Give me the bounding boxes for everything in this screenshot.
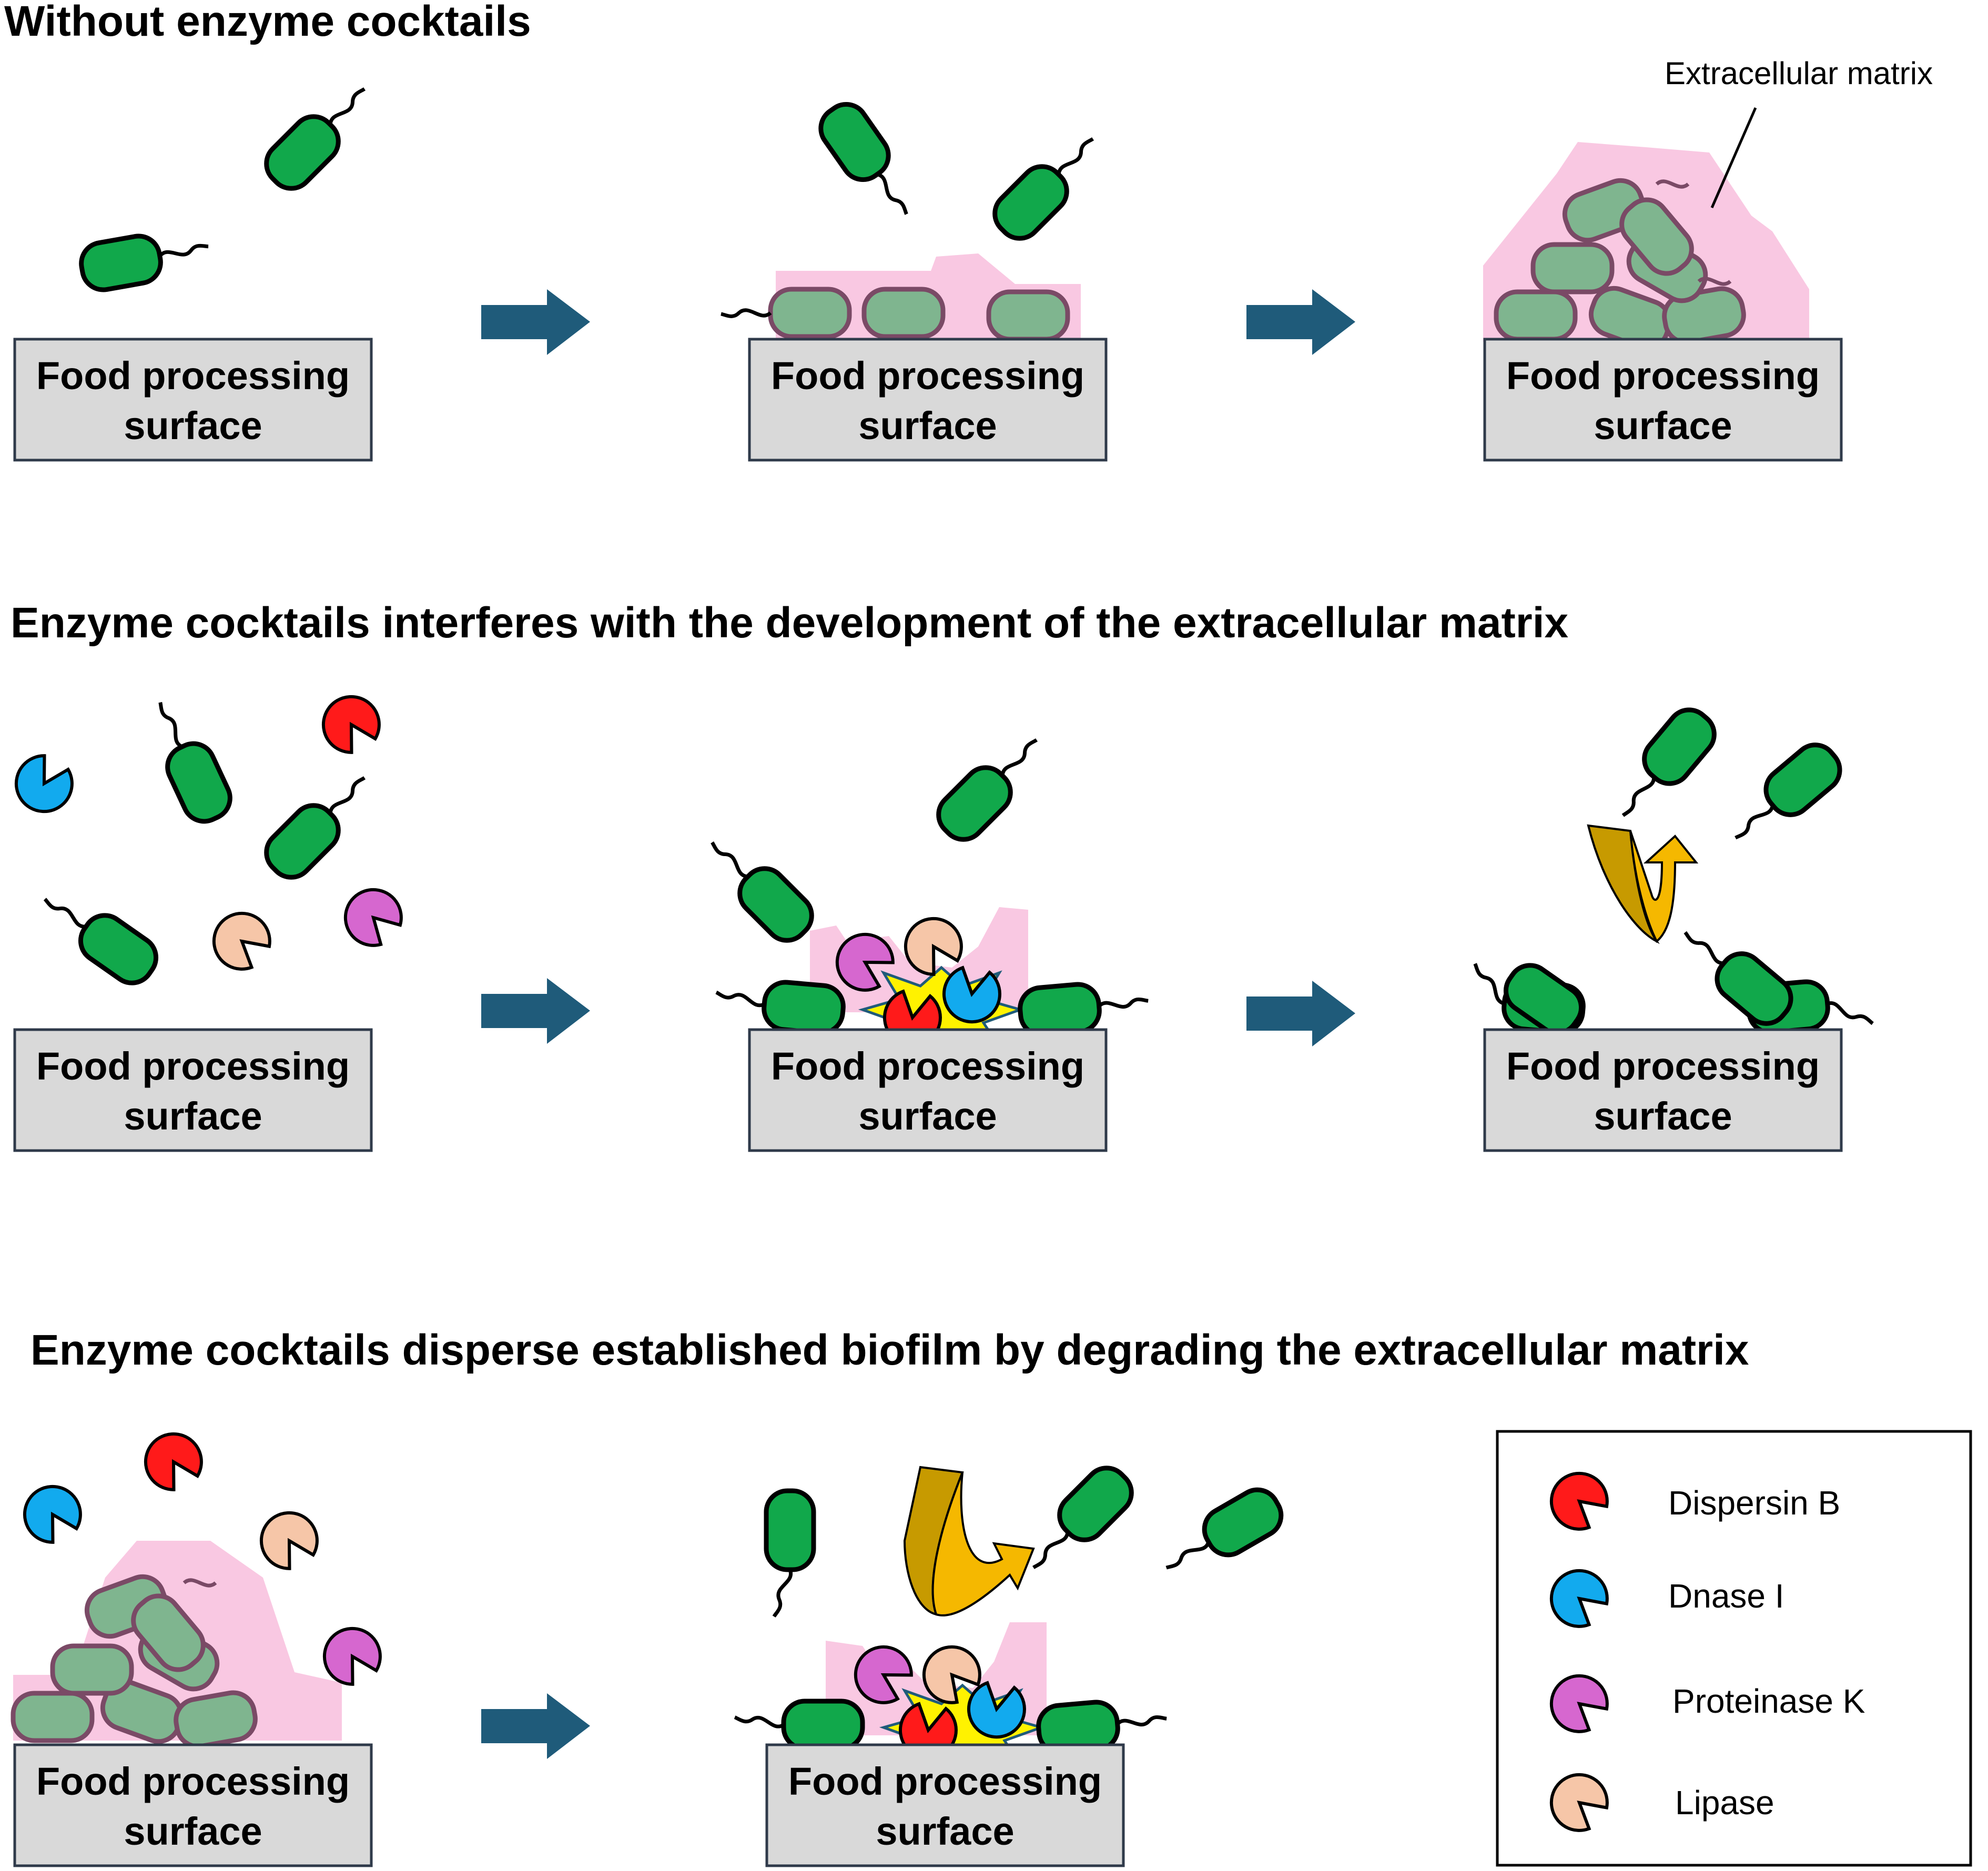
heading-disperse: Enzyme cocktails disperse established bi…	[31, 1326, 1749, 1374]
legend-item: Proteinase K	[1540, 1664, 1865, 1741]
bacterium	[1671, 913, 1800, 1032]
bacterium	[78, 224, 212, 293]
food-processing-surface: Food processing surface	[1483, 338, 1843, 462]
bacterium	[1720, 736, 1849, 855]
surface-label-line2: surface	[124, 1094, 262, 1138]
food-processing-surface: Food processing surface	[13, 1743, 373, 1867]
food-processing-surface: Food processing surface	[13, 338, 373, 462]
extracellular-matrix-label: Extracellular matrix	[1665, 56, 1933, 91]
process-arrow	[1246, 981, 1355, 1046]
lipase-icon	[251, 1502, 326, 1575]
row2-panel3	[1468, 701, 1874, 1041]
process-arrow	[481, 978, 590, 1044]
bacterium	[930, 724, 1054, 848]
heading-interferes: Enzyme cocktails interferes with the dev…	[11, 599, 1568, 647]
bacterium	[713, 976, 845, 1034]
surface-label-line2: surface	[1594, 1094, 1732, 1138]
legend-item: Dnase I	[1540, 1559, 1784, 1635]
bacterium	[813, 96, 925, 228]
legend-label: Proteinase K	[1672, 1682, 1865, 1720]
bacterium	[770, 289, 849, 337]
bacterium	[696, 825, 820, 949]
row2-panel2	[696, 724, 1151, 1054]
surface-label-line1: Food processing	[1506, 354, 1820, 398]
process-arrow	[481, 289, 590, 355]
dispersin-b-icon	[136, 1423, 210, 1497]
row1-panel1	[78, 73, 382, 293]
bacterium	[986, 123, 1110, 247]
surface-label-line2: surface	[858, 1094, 997, 1138]
surface-label-line1: Food processing	[788, 1760, 1102, 1803]
food-processing-surface: Food processing surface	[748, 338, 1108, 462]
bacterium	[1016, 1459, 1140, 1583]
surface-label-line1: Food processing	[36, 1760, 350, 1803]
legend: Dispersin B Dnase I Proteinase K Lipase	[1496, 1430, 1972, 1867]
surface-label-line2: surface	[124, 1809, 262, 1853]
bacterium	[1154, 1482, 1289, 1588]
surface-label-line1: Food processing	[36, 354, 350, 398]
dispersal-arrow	[1587, 824, 1699, 944]
row1-panel3: Extracellular matrix	[1483, 56, 1933, 354]
bacterium	[140, 692, 237, 828]
dispersal-arrow	[903, 1466, 1035, 1616]
food-processing-surface: Food processing surface	[748, 1028, 1108, 1152]
dispersin-b-icon	[313, 686, 388, 759]
surface-label-line1: Food processing	[771, 354, 1084, 398]
dnase-i-icon	[15, 1476, 89, 1549]
bacterium	[258, 73, 382, 197]
process-arrow	[1246, 289, 1355, 355]
row2-panel1	[6, 686, 410, 991]
matrix-pointer-line	[1710, 107, 1757, 209]
bacterium	[1604, 701, 1723, 830]
surface-label-line1: Food processing	[36, 1044, 350, 1088]
lipase-icon	[202, 902, 278, 978]
bacterium	[258, 762, 382, 886]
row1-panel2	[721, 96, 1110, 342]
bacterium	[864, 289, 943, 337]
legend-item: Lipase	[1540, 1763, 1774, 1839]
heading-without-enzyme: Without enzyme cocktails	[4, 0, 531, 45]
bacterium	[1018, 978, 1150, 1036]
surface-label-line2: surface	[876, 1809, 1014, 1853]
bacterium	[734, 1701, 863, 1748]
dnase-i-icon	[6, 749, 80, 822]
surface-label-line2: surface	[1594, 404, 1732, 448]
surface-label-line1: Food processing	[771, 1044, 1084, 1088]
row3-panel2	[734, 1459, 1289, 1772]
legend-label: Dispersin B	[1668, 1484, 1840, 1522]
food-processing-surface: Food processing surface	[1483, 1028, 1843, 1152]
surface-label-line2: surface	[124, 404, 262, 448]
legend-label: Dnase I	[1668, 1577, 1784, 1615]
proteinase-k-icon	[334, 878, 410, 954]
bacterium	[32, 879, 164, 991]
bacterium	[766, 1491, 814, 1618]
food-processing-surface: Food processing surface	[13, 1028, 373, 1152]
food-processing-surface: Food processing surface	[765, 1743, 1125, 1867]
bacterium	[989, 292, 1068, 339]
legend-item: Dispersin B	[1540, 1462, 1840, 1538]
legend-label: Lipase	[1675, 1784, 1774, 1822]
surface-label-line1: Food processing	[1506, 1044, 1820, 1088]
row3-panel1	[13, 1423, 389, 1750]
process-arrow	[481, 1693, 590, 1759]
surface-label-line2: surface	[858, 404, 997, 448]
